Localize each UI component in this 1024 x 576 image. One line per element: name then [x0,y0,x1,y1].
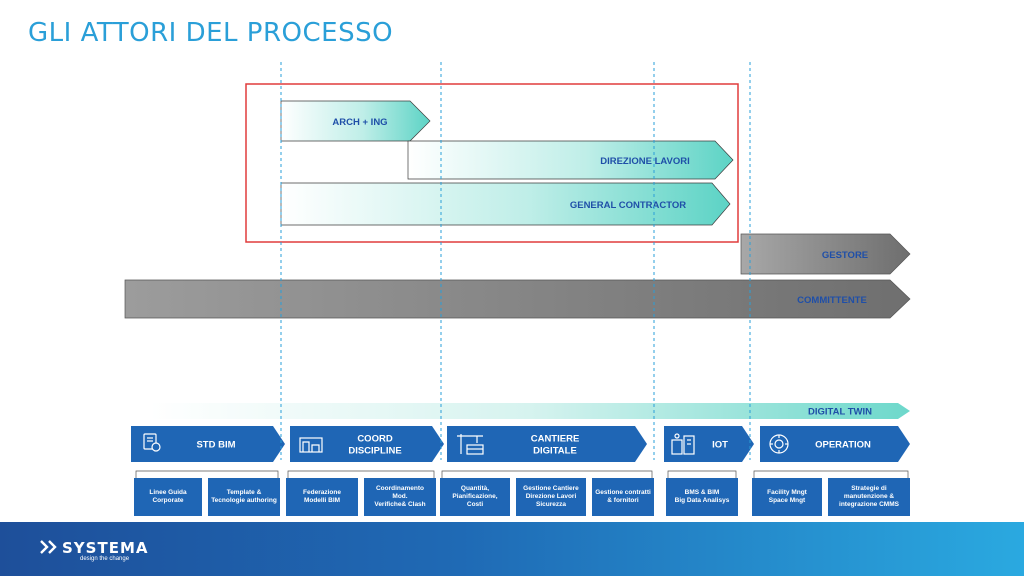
actor-label-gc: GENERAL CONTRACTOR [570,200,686,211]
logo-name: SYSTEMA [62,539,149,557]
footer-band: SYSTEMA design the change [0,522,1024,576]
digital-twin-label: DIGITAL TWIN [808,407,872,418]
detail-box: Strategie di manutenzione & integrazione… [828,478,910,516]
actor-label-gestore: GESTORE [822,250,868,261]
phase-chevron: IOT [664,426,754,462]
detail-box: Gestione contratti & fornitori [592,478,654,516]
detail-box: Template & Tecnologie authoring [208,478,280,516]
phase-label: STD BIM [196,440,235,451]
phase-bracket [441,470,653,478]
phase-bracket [753,470,909,478]
actor-label-committente: COMMITTENTE [797,295,867,306]
highlight-frame [245,83,739,243]
detail-box: Federazione Modelli BIM [286,478,358,516]
actor-arrow-committente: COMMITTENTE [124,279,911,319]
actor-label-dl: DIREZIONE LAVORI [600,156,690,167]
detail-box: Quantità, Pianificazione, Costi [440,478,510,516]
building-plan-icon [299,437,323,453]
detail-box: Facility Mngt Space Mngt [752,478,822,516]
phase-bracket [667,470,737,478]
actor-arrow-dl: DIREZIONE LAVORI [407,140,734,180]
phase-label: OPERATION [815,440,871,451]
detail-box: BMS & BIM Big Data Analisys [666,478,738,516]
actor-arrow-gc: GENERAL CONTRACTOR [280,182,731,226]
chevrons-icon [40,540,57,554]
logo-tagline: design the change [80,556,130,562]
phase-chevron: OPERATION [760,426,910,462]
phase-chevron: STD BIM [131,426,285,462]
detail-box: Coordinamento Mod. Verifiche& Clash [364,478,436,516]
crane-site-icon [457,434,484,455]
actor-arrow-gestore: GESTORE [740,233,911,275]
page-title: GLI ATTORI DEL PROCESSO [28,18,394,48]
detail-box: Gestione Cantiere Direzione Lavori Sicur… [516,478,586,516]
document-money-icon [143,433,161,452]
sensor-building-icon [671,433,695,455]
actor-arrow-arch: ARCH + ING [280,100,431,142]
digital-twin-arrow: DIGITAL TWIN [150,403,910,419]
phase-brackets [135,470,909,478]
detail-box: Linee Guida Corporate [134,478,202,516]
gear-cycle-icon [769,434,789,454]
phase-guides [280,62,751,460]
actor-label-arch: ARCH + ING [332,117,387,128]
phase-bracket [287,470,435,478]
phase-label: IOT [712,440,728,451]
phase-bracket [135,470,279,478]
